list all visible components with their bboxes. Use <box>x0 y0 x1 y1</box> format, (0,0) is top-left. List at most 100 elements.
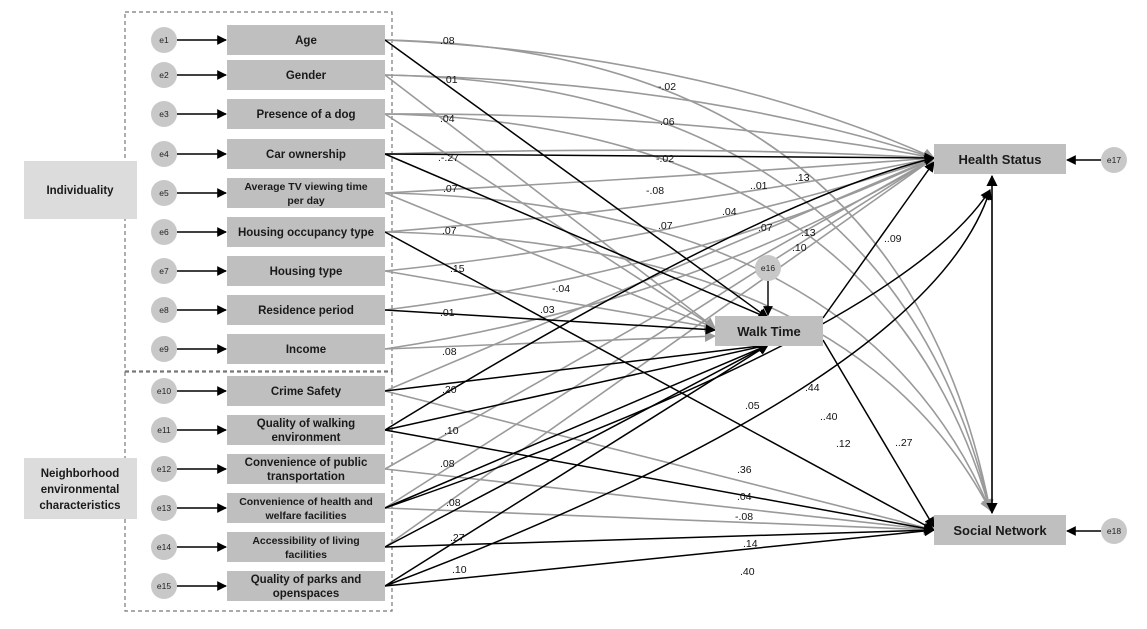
path-residence-to-health <box>384 157 936 311</box>
path-dog-to-health <box>384 113 936 162</box>
coefficient-7: -.02 <box>656 153 674 165</box>
variable-box-housing <box>227 256 385 286</box>
error-label-e13: e13 <box>157 503 171 513</box>
error-label-e3: e3 <box>159 109 169 119</box>
coefficient-29: .12 <box>836 438 851 450</box>
coefficient-3: -.02 <box>658 81 676 93</box>
error-circle-e4 <box>151 141 177 167</box>
coefficient-21: .03 <box>540 304 555 316</box>
coefficient-5: .06 <box>660 116 675 128</box>
coefficient-12: .04 <box>722 206 737 218</box>
outcome-box-walk <box>715 316 823 346</box>
individuality-group-label: Individuality <box>46 185 114 197</box>
path-gender-to-health <box>384 74 936 161</box>
path-occupancy-to-health <box>384 154 936 233</box>
path-occupancy-to-social <box>384 231 935 531</box>
error-circle-e9 <box>151 336 177 362</box>
coefficient-19: .15 <box>450 263 465 275</box>
variable-label-car: Car ownership <box>266 149 346 161</box>
error-label-e7: e7 <box>159 266 169 276</box>
path-crime-to-social <box>384 390 936 533</box>
neighborhood-group-label-line2: environmental <box>41 484 120 496</box>
error-circle-e6 <box>151 219 177 245</box>
variable-box-living <box>227 532 385 562</box>
variable-box-walking <box>227 415 385 445</box>
error-label-e5: e5 <box>159 188 169 198</box>
path-walk-to-social <box>822 339 935 528</box>
error-circle-e16 <box>755 255 781 281</box>
coefficient-32: .36 <box>737 464 752 476</box>
coefficient-36: .27 <box>450 532 465 544</box>
error-circle-e15 <box>151 573 177 599</box>
coefficient-2: .01 <box>443 74 458 86</box>
coefficient-11: .13 <box>795 172 810 184</box>
variable-label-age: Age <box>295 35 317 47</box>
error-label-e9: e9 <box>159 344 169 354</box>
path-parks-to-social <box>384 525 936 587</box>
variable-box-crime <box>227 376 385 406</box>
error-circle-e18 <box>1101 518 1127 544</box>
variable-box-transport <box>227 454 385 484</box>
coefficient-24: .20 <box>442 384 457 396</box>
coefficient-30: ..27 <box>895 437 913 449</box>
path-health_fac-to-walk <box>384 343 769 509</box>
variable-label-dog: Presence of a dog <box>256 109 355 121</box>
coefficient-16: .10 <box>792 242 807 254</box>
path-walk-to-health <box>822 161 935 319</box>
variable-label-health_fac-line2: welfare facilities <box>264 510 346 522</box>
error-label-e11: e11 <box>157 425 171 435</box>
coefficient-27: ..40 <box>820 411 838 423</box>
path-tv-to-health <box>384 153 936 194</box>
path-crime-to-health <box>384 156 936 392</box>
error-label-e10: e10 <box>157 386 171 396</box>
path-living-to-walk <box>384 344 769 548</box>
path-car-to-walk <box>384 153 769 320</box>
variable-box-occupancy <box>227 217 385 247</box>
outcome-label-health: Health Status <box>958 152 1041 167</box>
path-gender-to-walk <box>384 74 716 329</box>
variable-label-residence: Residence period <box>258 305 354 317</box>
error-circle-e2 <box>151 62 177 88</box>
error-circle-e17 <box>1101 147 1127 173</box>
variable-label-transport-line2: transportation <box>267 471 345 483</box>
path-gender-to-social <box>384 74 994 512</box>
path-car-to-health <box>384 152 936 164</box>
outcome-box-social <box>934 515 1066 545</box>
path-crime-to-walk <box>384 340 770 392</box>
path-parks-to-health <box>384 188 993 587</box>
error-label-e17: e17 <box>1107 155 1121 165</box>
variable-label-walking-line2: environment <box>271 432 340 444</box>
coefficient-31: .08 <box>440 458 455 470</box>
variable-label-tv-line1: Average TV viewing time <box>244 181 367 193</box>
coefficient-33: .08 <box>446 497 461 509</box>
variable-box-car <box>227 139 385 169</box>
path-living-to-social <box>384 525 936 548</box>
error-label-e12: e12 <box>157 464 171 474</box>
path-health_fac-to-health <box>384 157 935 509</box>
variable-label-living-line1: Accessibility of living <box>252 535 359 547</box>
coefficient-18: ..09 <box>884 233 902 245</box>
variable-label-parks-line2: openspaces <box>273 588 339 600</box>
path-living-to-health <box>384 157 935 548</box>
variable-box-dog <box>227 99 385 129</box>
variable-box-gender <box>227 60 385 90</box>
variable-label-income: Income <box>286 344 326 356</box>
variable-label-walking-line1: Quality of walking <box>257 418 355 430</box>
error-circle-e11 <box>151 417 177 443</box>
error-label-e1: e1 <box>159 35 169 45</box>
error-circle-e1 <box>151 27 177 53</box>
path-tv-to-walk <box>384 192 717 330</box>
path-dog-to-walk <box>384 113 716 329</box>
path-housing-to-walk <box>384 270 717 332</box>
error-circle-e12 <box>151 456 177 482</box>
variable-label-crime: Crime Safety <box>271 386 342 398</box>
error-label-e2: e2 <box>159 70 169 80</box>
coefficient-26: .05 <box>745 400 760 412</box>
path-age-to-social <box>384 39 994 512</box>
outcome-label-social: Social Network <box>953 523 1047 538</box>
error-circle-e8 <box>151 297 177 323</box>
path-age-to-walk <box>384 39 769 319</box>
coefficient-38: .10 <box>452 564 467 576</box>
